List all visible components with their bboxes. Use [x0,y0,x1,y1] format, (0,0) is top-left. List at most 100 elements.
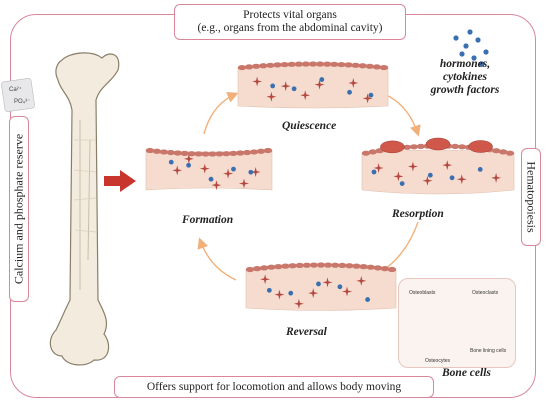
bone-matrix [245,267,397,311]
surface-cell [159,149,169,155]
osteoclast [425,137,451,151]
arrow-quiescence-to-resorption [383,93,421,137]
osteocyte [422,175,433,186]
mineral-dot [168,159,174,165]
mineral-dot [186,162,192,168]
mineral-dot [427,172,433,178]
osteocyte [373,163,384,173]
surface-cell [242,149,252,156]
mineral-dot [208,176,214,182]
tissue-formation [145,147,273,191]
surface-cell [331,262,340,268]
signal-dot [475,37,481,43]
surface-cell [152,148,162,154]
surface-cell [338,262,347,269]
red-arrow [104,170,136,192]
surface-cell [295,262,304,269]
legend-osteocytes: Osteocytes [425,358,451,364]
surface-cell [344,62,353,68]
hematopoiesis-box: Hematopoiesis [521,148,541,246]
legend-lining-cells: Bone lining cells [470,348,507,354]
femur-bone-illustration [49,52,120,366]
mineral-dot [288,290,294,296]
surface-cell [301,61,311,67]
osteocyte [260,274,271,285]
surface-cell [351,62,360,68]
mineral-ions-icon [1,78,35,112]
osteocyte [407,161,418,172]
protects-vital-organs-box: Protects vital organs (e.g., organs from… [174,4,406,40]
osteocyte [442,160,453,171]
osteocyte [274,289,285,300]
signals-label: hormones, cytokines growth factors [410,58,520,97]
locomotion-support-box: Offers support for locomotion and allows… [114,376,434,398]
surface-cell [244,64,254,70]
surface-cell [359,264,368,270]
surface-cell [180,150,189,157]
bone-cells-legend [398,278,516,368]
surface-cell [372,64,382,70]
surface-cell [387,266,397,273]
bone-matrix [361,149,515,195]
surface-cell [252,63,261,69]
surface-cell [323,61,332,67]
surface-cell [416,143,426,150]
surface-cell [302,262,311,268]
mineral-dot [449,175,455,181]
mineral-dot [365,297,371,302]
osteocyte [238,178,249,189]
surface-cell [373,265,382,271]
signals-line3: growth factors [430,84,500,96]
left-box-text: Calcium and phosphate reserve [11,133,26,285]
osteocyte [199,163,210,174]
signals-line2: cytokines [442,71,488,83]
surface-cell [229,150,238,157]
surface-cell [345,263,354,269]
mineral-dot [248,169,254,175]
mineral-dot [266,287,272,293]
signal-dot [483,49,489,55]
arrow-formation-to-quiescence [203,92,239,135]
surface-cell [308,61,318,67]
osteoclast [380,140,405,154]
surface-cell [274,264,283,270]
surface-cell [380,266,390,272]
osteocyte [348,78,359,89]
osteocyte [491,172,502,183]
signals-line1: hormones, [439,58,491,70]
surface-cell [208,151,217,157]
surface-cell [492,148,501,154]
osteocyte [223,168,234,179]
osteocyte [308,288,319,299]
surface-cell [194,151,203,157]
arrow-reversal-to-formation [197,237,237,281]
surface-cell [237,64,247,71]
osteocyte [252,76,263,87]
surface-cell [352,263,361,269]
top-box-line2: (e.g., organs from the abdominal cavity) [197,22,383,34]
mineral-dot [231,166,236,172]
osteoclast [468,140,493,153]
legend-osteoblasts: Osteoblasts [409,290,436,296]
surface-cell [267,264,276,270]
tissue-resorption [361,137,515,195]
surface-cell [281,263,290,269]
signal-molecules [453,29,489,67]
signal-dot [463,43,469,49]
surface-cell [259,63,268,69]
signal-dot [453,35,459,41]
bottom-box-text: Offers support for locomotion and allows… [146,381,402,393]
signal-dot [459,51,465,57]
surface-cell [365,63,374,69]
mineral-dot [347,89,352,95]
osteocyte [322,277,333,288]
osteocyte [293,298,304,309]
surface-cell [368,149,378,155]
surface-cell [366,264,375,270]
surface-cell [280,61,289,68]
surface-cell [252,266,262,272]
surface-cell [273,62,282,68]
surface-cell [249,149,259,155]
